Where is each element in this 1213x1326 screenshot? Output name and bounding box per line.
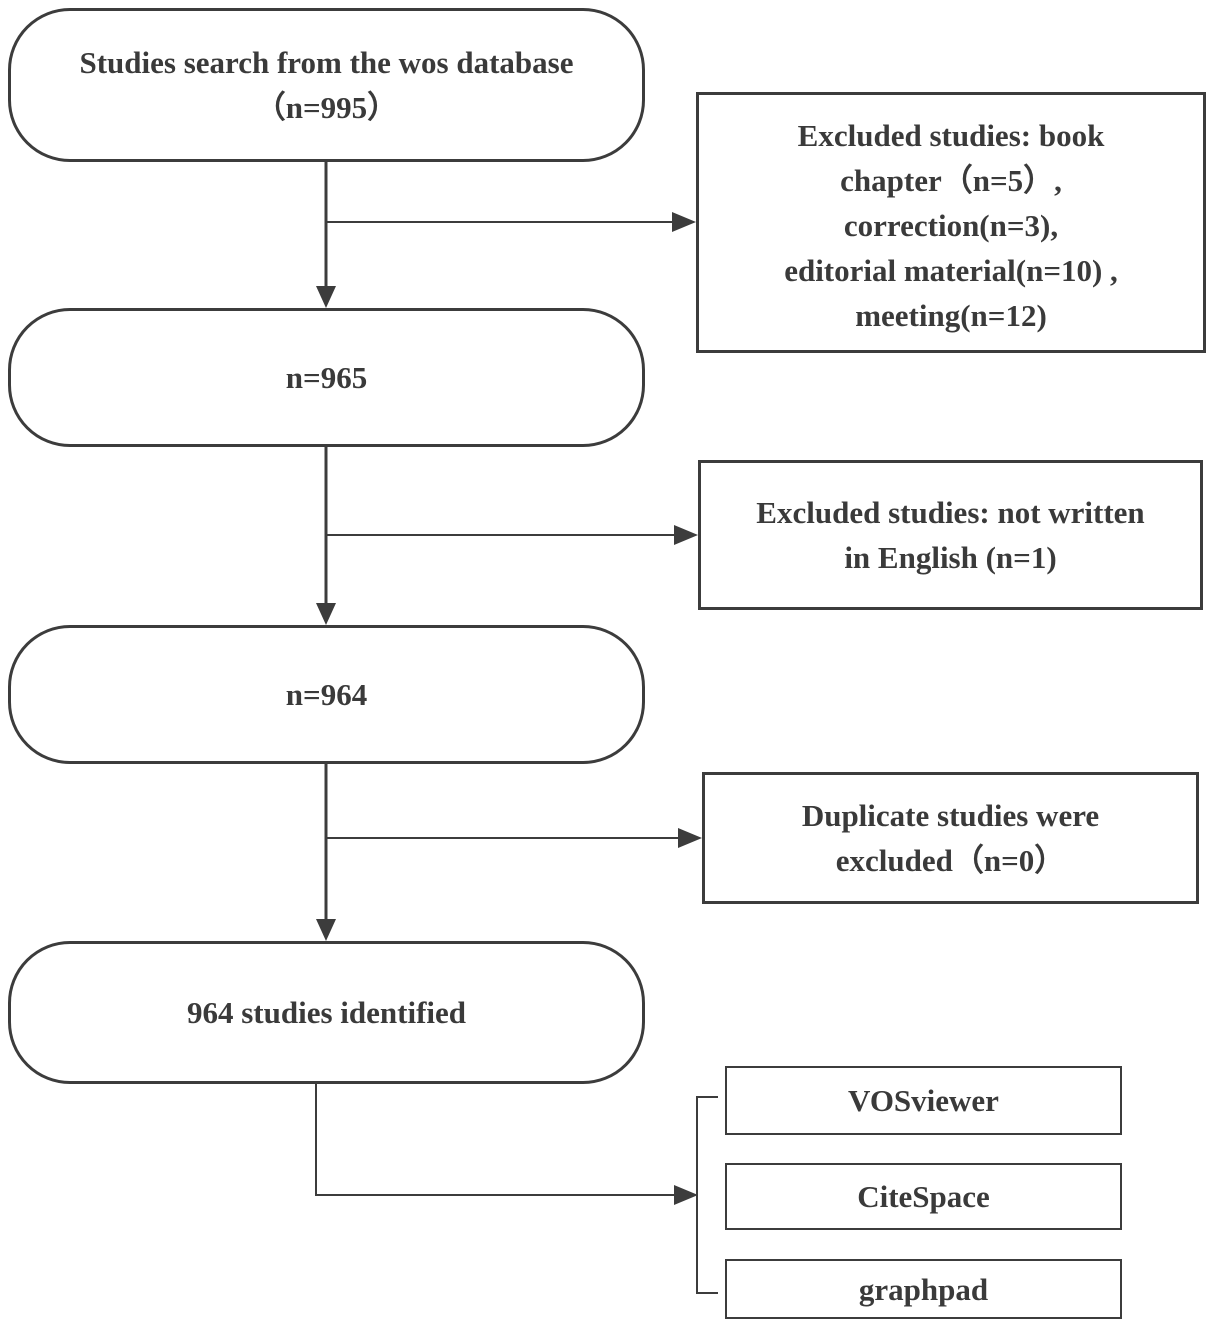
flow-step-search-label: Studies search from the wos database （n=…	[79, 45, 574, 125]
tools-bracket	[696, 1096, 718, 1294]
tools-connector	[315, 1084, 680, 1196]
flow-arrowhead-2	[316, 603, 336, 625]
flow-arrowhead-1	[316, 286, 336, 308]
tool-box-citespace-label: CiteSpace	[857, 1179, 990, 1214]
tools-arrowhead	[674, 1185, 698, 1205]
exclusion-box-document-types-label: Excluded studies: book chapter（n=5）, cor…	[784, 118, 1118, 333]
branch-arrowhead-2	[674, 525, 698, 545]
tool-box-citespace: CiteSpace	[725, 1163, 1122, 1230]
tool-box-vosviewer-label: VOSviewer	[848, 1083, 999, 1118]
branch-arrowhead-1	[672, 212, 696, 232]
tool-box-graphpad-label: graphpad	[858, 1271, 989, 1307]
tool-box-graphpad: graphpad	[725, 1259, 1122, 1319]
flow-step-count-964-label: n=964	[285, 677, 368, 712]
exclusion-box-language: Excluded studies: not written in English…	[698, 460, 1203, 610]
exclusion-box-document-types: Excluded studies: book chapter（n=5）, cor…	[696, 92, 1206, 353]
flow-step-count-964: n=964	[8, 625, 645, 764]
exclusion-box-language-label: Excluded studies: not written in English…	[756, 495, 1145, 575]
tool-box-vosviewer: VOSviewer	[725, 1066, 1122, 1135]
flow-step-count-965-label: n=965	[285, 360, 368, 395]
flow-step-search: Studies search from the wos database （n=…	[8, 8, 645, 162]
exclusion-box-duplicates: Duplicate studies were excluded（n=0）	[702, 772, 1199, 904]
flow-step-count-965: n=965	[8, 308, 645, 447]
flow-step-identified-label: 964 studies identified	[186, 995, 467, 1030]
branch-arrowhead-3	[678, 828, 702, 848]
flow-step-identified: 964 studies identified	[8, 941, 645, 1084]
flow-arrowhead-3	[316, 919, 336, 941]
exclusion-box-duplicates-label: Duplicate studies were excluded（n=0）	[801, 798, 1100, 878]
